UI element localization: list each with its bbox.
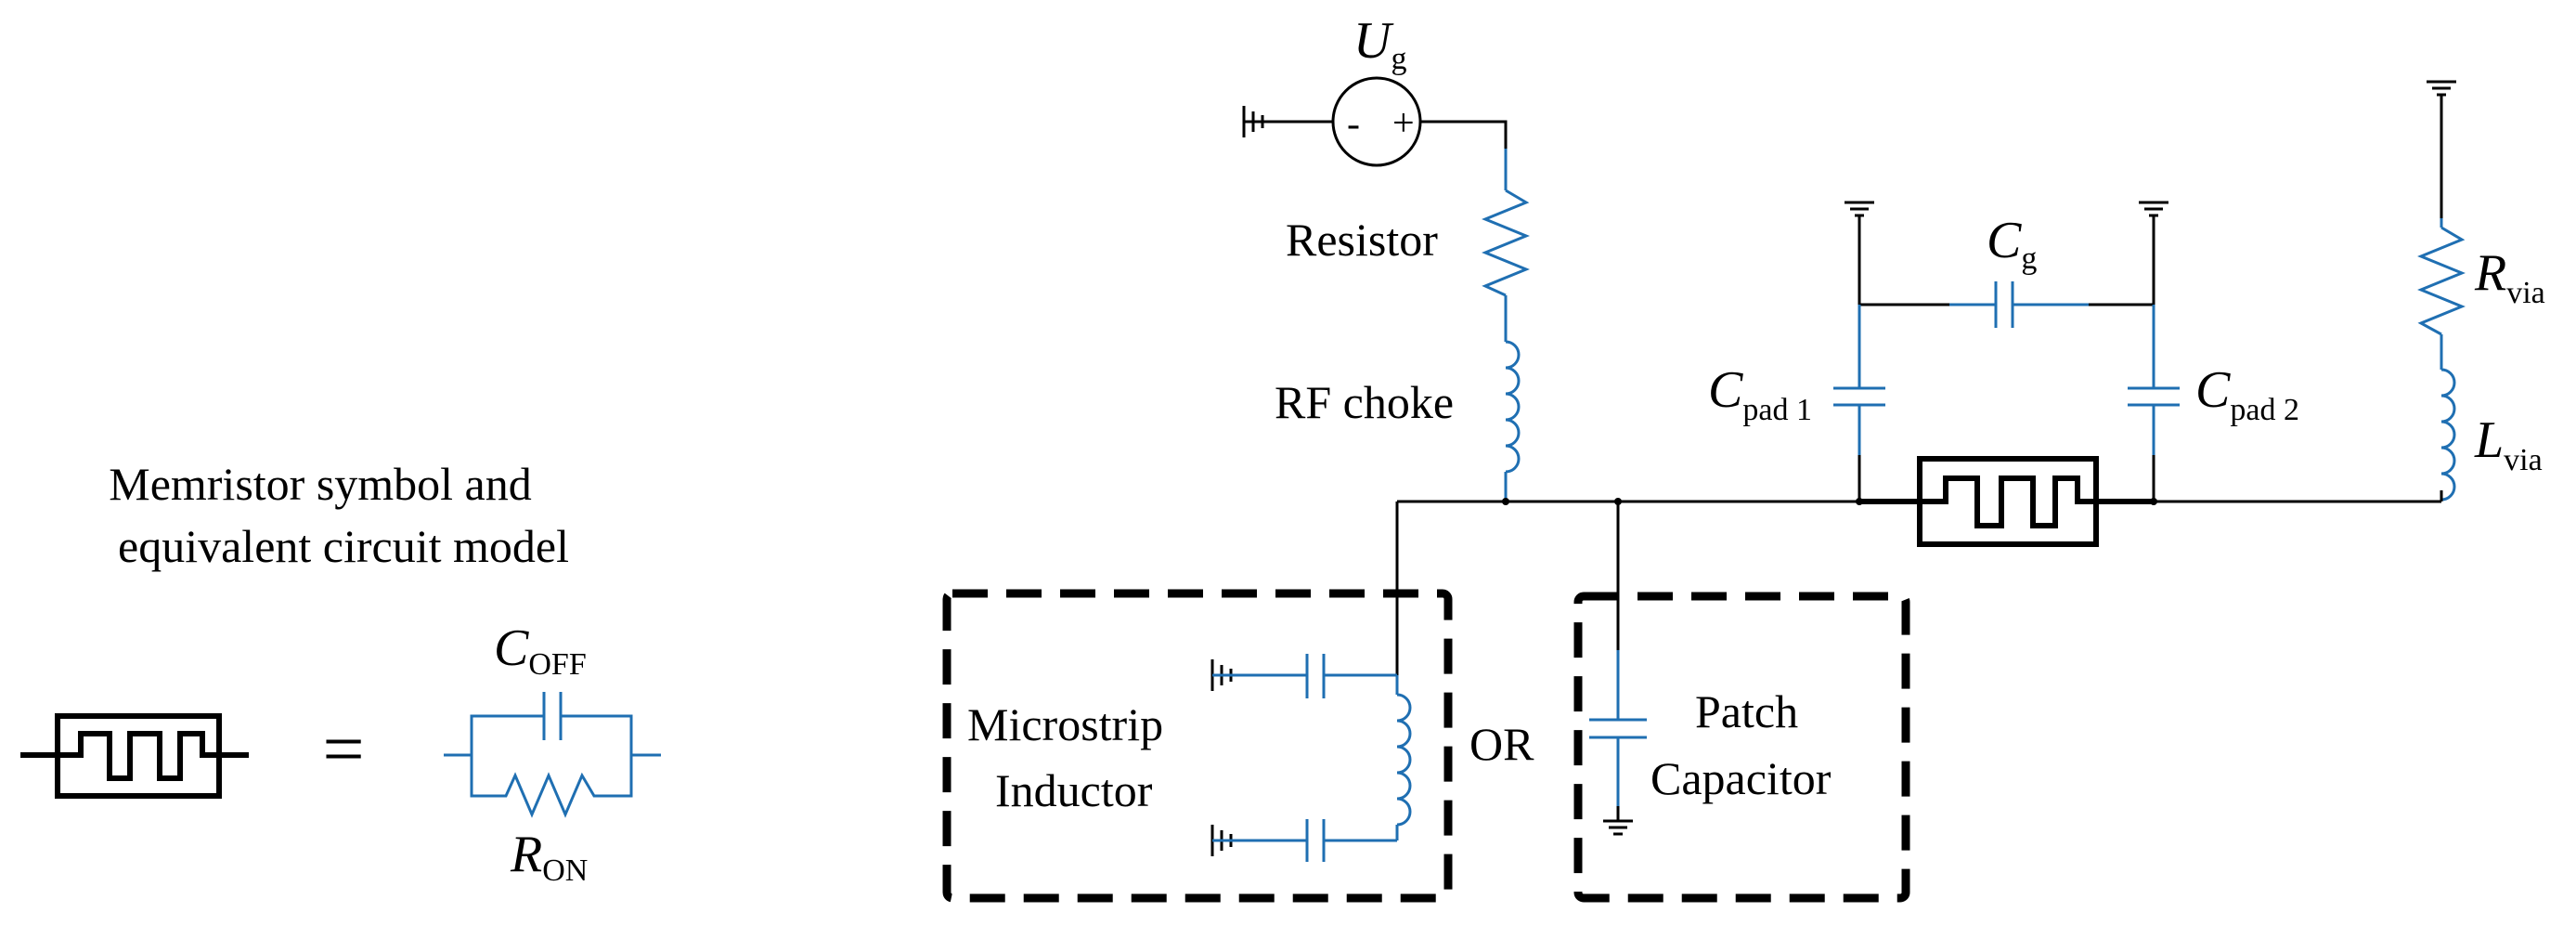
ground-icon: [1845, 201, 1874, 217]
inductor-label-line2: Inductor: [995, 764, 1153, 816]
equals-sign: =: [322, 709, 364, 790]
source-minus: -: [1347, 103, 1360, 146]
microstrip-inductor-option: Microstrip Inductor: [942, 502, 1453, 903]
or-label: OR: [1469, 718, 1534, 770]
cpad2-label: Cpad 2: [2195, 361, 2299, 427]
via-resistor-icon: [2417, 226, 2466, 336]
voltage-source: - + Ug: [1242, 12, 1508, 167]
capacitor-dashed-box: [1573, 592, 1910, 903]
via-inductor-icon: [2440, 368, 2456, 502]
via-branch: Rvia Lvia: [2417, 80, 2545, 502]
ug-label: Ug: [1353, 12, 1406, 76]
microstrip-inductor-icon: [1396, 693, 1412, 827]
cpad1-label: Cpad 1: [1708, 361, 1812, 427]
equivalent-model: [444, 692, 661, 818]
r-on-label: RON: [510, 826, 588, 888]
capacitor-label-line1: Patch: [1695, 685, 1798, 737]
rf-choke-icon: [1505, 340, 1521, 474]
rf-choke-label: RF choke: [1275, 376, 1454, 428]
l-via-label: Lvia: [2474, 411, 2543, 477]
r-via-label: Rvia: [2474, 244, 2545, 310]
resistor-icon: [1482, 189, 1530, 297]
legend-caption-line1: Memristor symbol and: [109, 458, 532, 510]
memristor-icon: [1859, 456, 2154, 547]
pad-network: Cg Cpad 1 Cpad 2: [1708, 201, 2299, 502]
c-off-label: COFF: [494, 619, 587, 682]
patch-capacitor-option: Patch Capacitor: [1573, 502, 1910, 903]
ground-icon: [1603, 819, 1633, 836]
source-plus: +: [1392, 102, 1415, 145]
memristor-legend: Memristor symbol and equivalent circuit …: [20, 458, 661, 888]
bias-branch: Resistor RF choke: [1275, 149, 1530, 502]
inductor-dashed-box: [942, 589, 1453, 903]
resistor-label: Resistor: [1286, 214, 1438, 266]
ground-icon: [2139, 201, 2168, 217]
legend-caption-line2: equivalent circuit model: [118, 520, 569, 572]
capacitor-label-line2: Capacitor: [1650, 752, 1832, 804]
ground-icon: [2427, 80, 2456, 97]
inductor-label-line1: Microstrip: [967, 698, 1163, 750]
memristor-symbol-icon: [20, 713, 249, 799]
cg-label: Cg: [1987, 212, 2037, 276]
